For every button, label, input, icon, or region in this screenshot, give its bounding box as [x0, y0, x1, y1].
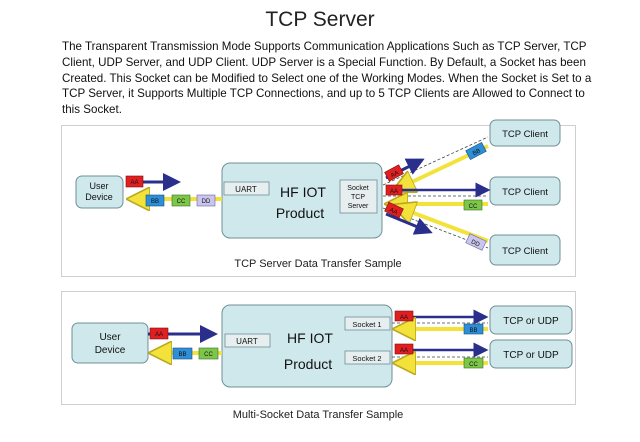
d2-packet-s2-aa-label: AA	[400, 348, 408, 354]
d2-packet-aa-label: AA	[155, 332, 163, 338]
d1-packet-lower-aa-label: AA	[388, 207, 398, 216]
d2-caption: Multi-Socket Data Transfer Sample	[233, 409, 404, 421]
d1-product-line1: HF IOT	[280, 184, 326, 200]
d1-packet-cc-label: CC	[177, 199, 186, 205]
d1-arrow-lower-out	[385, 212, 433, 235]
d1-product-line2: Product	[276, 205, 324, 221]
d1-dashed-upper	[382, 136, 489, 186]
d1-user-device-box	[75, 175, 124, 209]
d2-socket1-box	[344, 316, 391, 331]
d1-packet-upper-aa	[384, 164, 404, 182]
d2-product-line2: Product	[284, 356, 332, 372]
d2-packet-s2-aa	[394, 343, 414, 355]
d2-packet-cc	[198, 347, 219, 360]
d1-client-3-label: TCP Client	[502, 246, 548, 257]
d2-socket2-label: Socket 2	[352, 354, 381, 363]
d1-packet-bb-label: BB	[151, 199, 159, 205]
d1-packet-middle-aa	[385, 184, 403, 196]
page-title: TCP Server	[265, 8, 375, 31]
d1-socket-box	[339, 179, 378, 214]
d1-packet-dd-label: DD	[202, 199, 211, 205]
d1-packet-aa-label: AA	[130, 180, 138, 186]
d1-packet-middle-aa-label: AA	[390, 189, 398, 195]
d1-packet-upper-aa-label: AA	[390, 170, 400, 179]
description-text: The Transparent Transmission Mode Suppor…	[62, 40, 592, 117]
d2-client-1-label: TCP or UDP	[503, 316, 559, 327]
d2-packet-s1-bb	[463, 323, 484, 335]
d2-uart-label: UART	[236, 337, 258, 346]
d1-client-3-box	[489, 234, 561, 266]
d2-packet-s1-aa	[394, 310, 414, 322]
d1-packet-upper-bb	[465, 141, 487, 161]
d2-user-device-box	[71, 322, 149, 364]
d1-packet-lower-dd	[465, 233, 487, 251]
d1-uart-label: UART	[235, 185, 257, 194]
d2-packet-cc-label: CC	[204, 352, 213, 358]
d1-packet-bb	[145, 194, 165, 207]
d2-packet-s1-bb-label: BB	[469, 328, 477, 334]
d2-packet-bb	[172, 347, 193, 360]
d1-uart-box	[223, 181, 270, 196]
d1-client-2-label: TCP Client	[502, 187, 548, 198]
d1-client-1-label: TCP Client	[502, 129, 548, 140]
d2-packet-bb-label: BB	[178, 352, 186, 358]
d2-client-2-box	[489, 339, 573, 369]
d2-packet-s2-cc	[463, 357, 484, 369]
d1-packet-lower-dd-label: DD	[470, 239, 481, 248]
d2-packet-s1-aa-label: AA	[400, 315, 408, 321]
d2-client-1-box	[489, 305, 573, 335]
d2-socket1-label: Socket 1	[352, 320, 381, 329]
d1-client-1-box	[489, 119, 561, 147]
diagram2: HF IOT Product UART Socket 1 Socket 2 Us…	[71, 304, 573, 421]
d2-product-line1: HF IOT	[287, 330, 333, 346]
d1-packet-lower-aa	[384, 201, 404, 219]
d1-packet-upper-bb-label: BB	[472, 148, 482, 157]
d1-dashed-lower	[382, 207, 489, 249]
d2-client-2-label: TCP or UDP	[503, 350, 559, 361]
d2-socket2-box	[344, 350, 391, 365]
d1-caption: TCP Server Data Transfer Sample	[234, 258, 401, 270]
d2-packet-aa	[149, 327, 169, 340]
d1-packet-middle-cc-label: CC	[469, 204, 478, 210]
d1-packet-cc	[171, 194, 191, 207]
d1-packet-dd	[196, 194, 216, 207]
d1-packet-middle-cc	[463, 199, 483, 211]
d2-packet-s2-cc-label: CC	[469, 362, 478, 368]
d2-uart-box	[224, 333, 271, 348]
